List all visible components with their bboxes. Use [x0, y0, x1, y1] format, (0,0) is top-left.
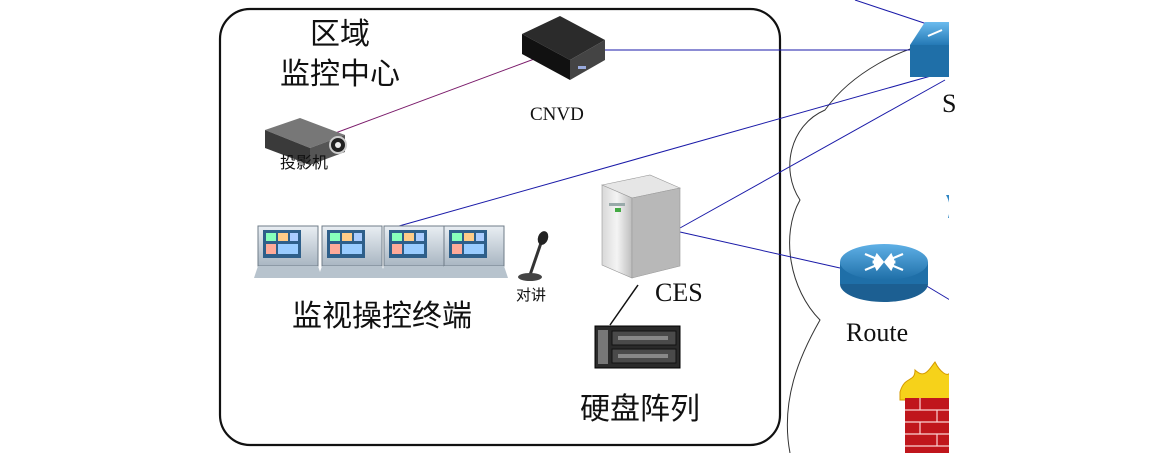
microphone-icon: [518, 231, 549, 281]
region-title-line1: 区域: [310, 17, 370, 52]
switch-label-partial: S: [942, 89, 957, 118]
cnvd-device-icon: [522, 16, 605, 80]
link-ces-router: [679, 231, 841, 269]
monitor-icon: [318, 225, 386, 278]
monitor-icon: [380, 225, 448, 278]
router-icon: [840, 244, 928, 302]
terminal-monitors: [254, 225, 508, 278]
projector-label: 投影机: [280, 153, 329, 172]
monitor-icon: [254, 225, 322, 278]
monitor-icon: [440, 225, 508, 278]
link-router-right: [924, 284, 951, 301]
ces-server-icon: [601, 174, 681, 279]
raid-label: 硬盘阵列: [580, 392, 700, 427]
right-white-margin: [949, 0, 1160, 453]
link-terminal-switch: [391, 71, 946, 229]
firewall-icon: [899, 361, 951, 453]
cnvd-label: CNVD: [530, 104, 584, 125]
projector-icon: [265, 118, 347, 165]
router-label: Route: [846, 318, 909, 347]
intercom-label: 对讲: [516, 286, 547, 304]
raid-array-icon: [594, 325, 681, 369]
link-ces-switch: [679, 79, 946, 229]
link-cnvd-projector: [329, 54, 546, 136]
ces-label: CES: [655, 278, 703, 307]
terminals-label: 监视操控终端: [292, 299, 472, 334]
region-title-line2: 监控中心: [280, 57, 400, 92]
region-boundary: [218, 7, 782, 447]
link-ces-raid: [609, 284, 639, 326]
cloud-outline: [786, 39, 951, 453]
